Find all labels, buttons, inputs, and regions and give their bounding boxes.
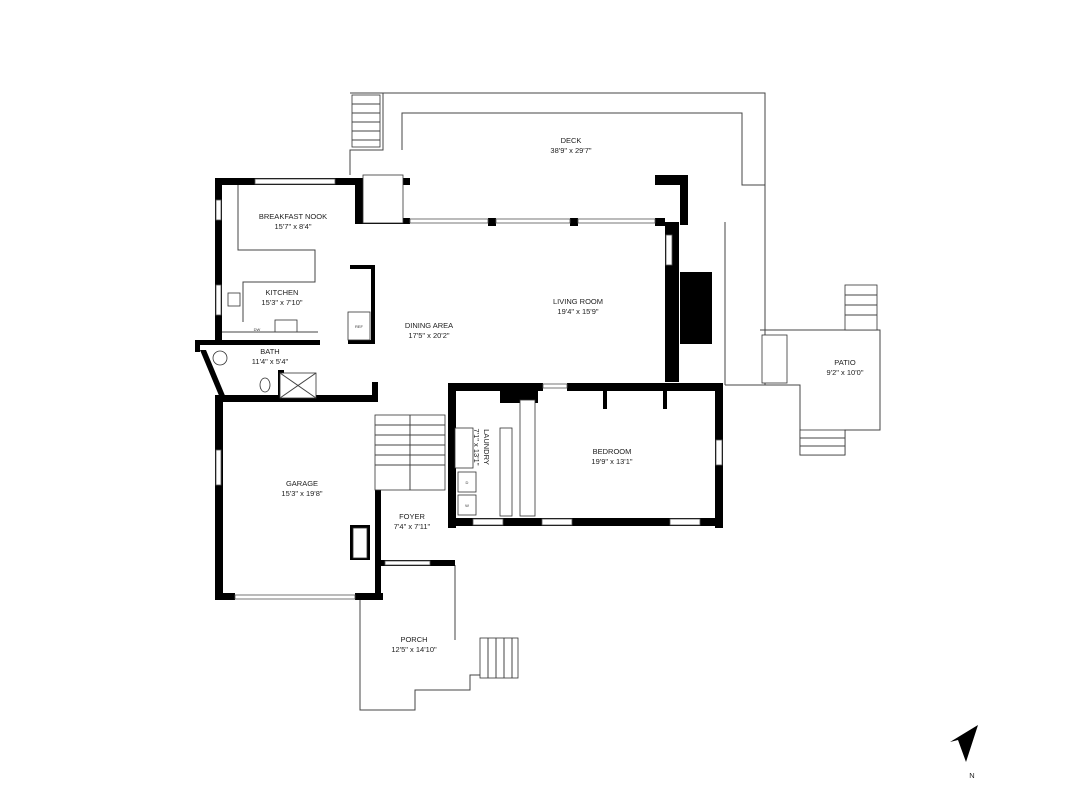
room-name: KITCHEN	[266, 288, 299, 297]
fixture-label-dw: DW	[254, 327, 261, 332]
room-label-living-room: LIVING ROOM 19'4" x 15'9"	[553, 297, 603, 316]
room-label-kitchen: KITCHEN 15'3" x 7'10"	[261, 288, 302, 307]
fixtures	[212, 174, 536, 559]
room-dims: 11'4" x 5'4"	[252, 357, 289, 366]
room-label-bath: BATH 11'4" x 5'4"	[252, 347, 289, 366]
room-name: DINING AREA	[405, 321, 453, 330]
windows	[215, 178, 723, 600]
room-name: GARAGE	[286, 479, 318, 488]
room-label-dining-area: DINING AREA 17'5" x 20'2"	[405, 321, 453, 340]
room-dims: 15'3" x 7'10"	[261, 298, 302, 307]
room-name: BREAKFAST NOOK	[259, 212, 327, 221]
room-name: BATH	[260, 347, 279, 356]
room-name: LAUNDRY	[482, 429, 491, 465]
fixture-label-washer: W	[465, 503, 469, 508]
room-dims: 19'9" x 13'1"	[591, 457, 632, 466]
room-dims: 7'1" x 13'1"	[472, 429, 481, 466]
room-dims: 15'7" x 8'4"	[275, 222, 312, 231]
room-dims: 38'9" x 29'7"	[550, 146, 591, 155]
room-dims: 9'2" x 10'0"	[827, 368, 864, 377]
fixture-label-ref: REF	[355, 324, 364, 329]
room-name: BEDROOM	[593, 447, 632, 456]
room-name: DECK	[561, 136, 582, 145]
room-name: LIVING ROOM	[553, 297, 603, 306]
room-label-foyer: FOYER 7'4" x 7'11"	[394, 512, 431, 531]
deck-stairs	[351, 94, 381, 148]
room-label-bedroom: BEDROOM 19'9" x 13'1"	[591, 447, 632, 466]
room-dims: 7'4" x 7'11"	[394, 522, 431, 531]
room-label-deck: DECK 38'9" x 29'7"	[550, 136, 591, 155]
room-dims: 19'4" x 15'9"	[557, 307, 598, 316]
room-dims: 15'3" x 19'8"	[281, 489, 322, 498]
room-dims: 12'5" x 14'10"	[391, 645, 437, 654]
room-label-porch: PORCH 12'5" x 14'10"	[391, 635, 437, 654]
room-label-laundry: LAUNDRY 7'1" x 13'1"	[472, 429, 491, 466]
deck-outline	[349, 92, 766, 386]
fixture-label-dryer: D	[466, 480, 469, 485]
porch-outline	[359, 565, 519, 711]
room-label-patio: PATIO 9'2" x 10'0"	[827, 358, 864, 377]
walls	[195, 175, 723, 600]
room-label-breakfast-nook: BREAKFAST NOOK 15'7" x 8'4"	[259, 212, 327, 231]
north-arrow-icon	[950, 725, 978, 762]
room-name: FOYER	[399, 512, 425, 521]
room-name: PATIO	[834, 358, 856, 367]
patio-outline	[760, 284, 881, 456]
room-label-garage: GARAGE 15'3" x 19'8"	[281, 479, 322, 498]
room-dims: 17'5" x 20'2"	[408, 331, 449, 340]
compass-label: N	[969, 771, 974, 780]
room-name: PORCH	[400, 635, 427, 644]
